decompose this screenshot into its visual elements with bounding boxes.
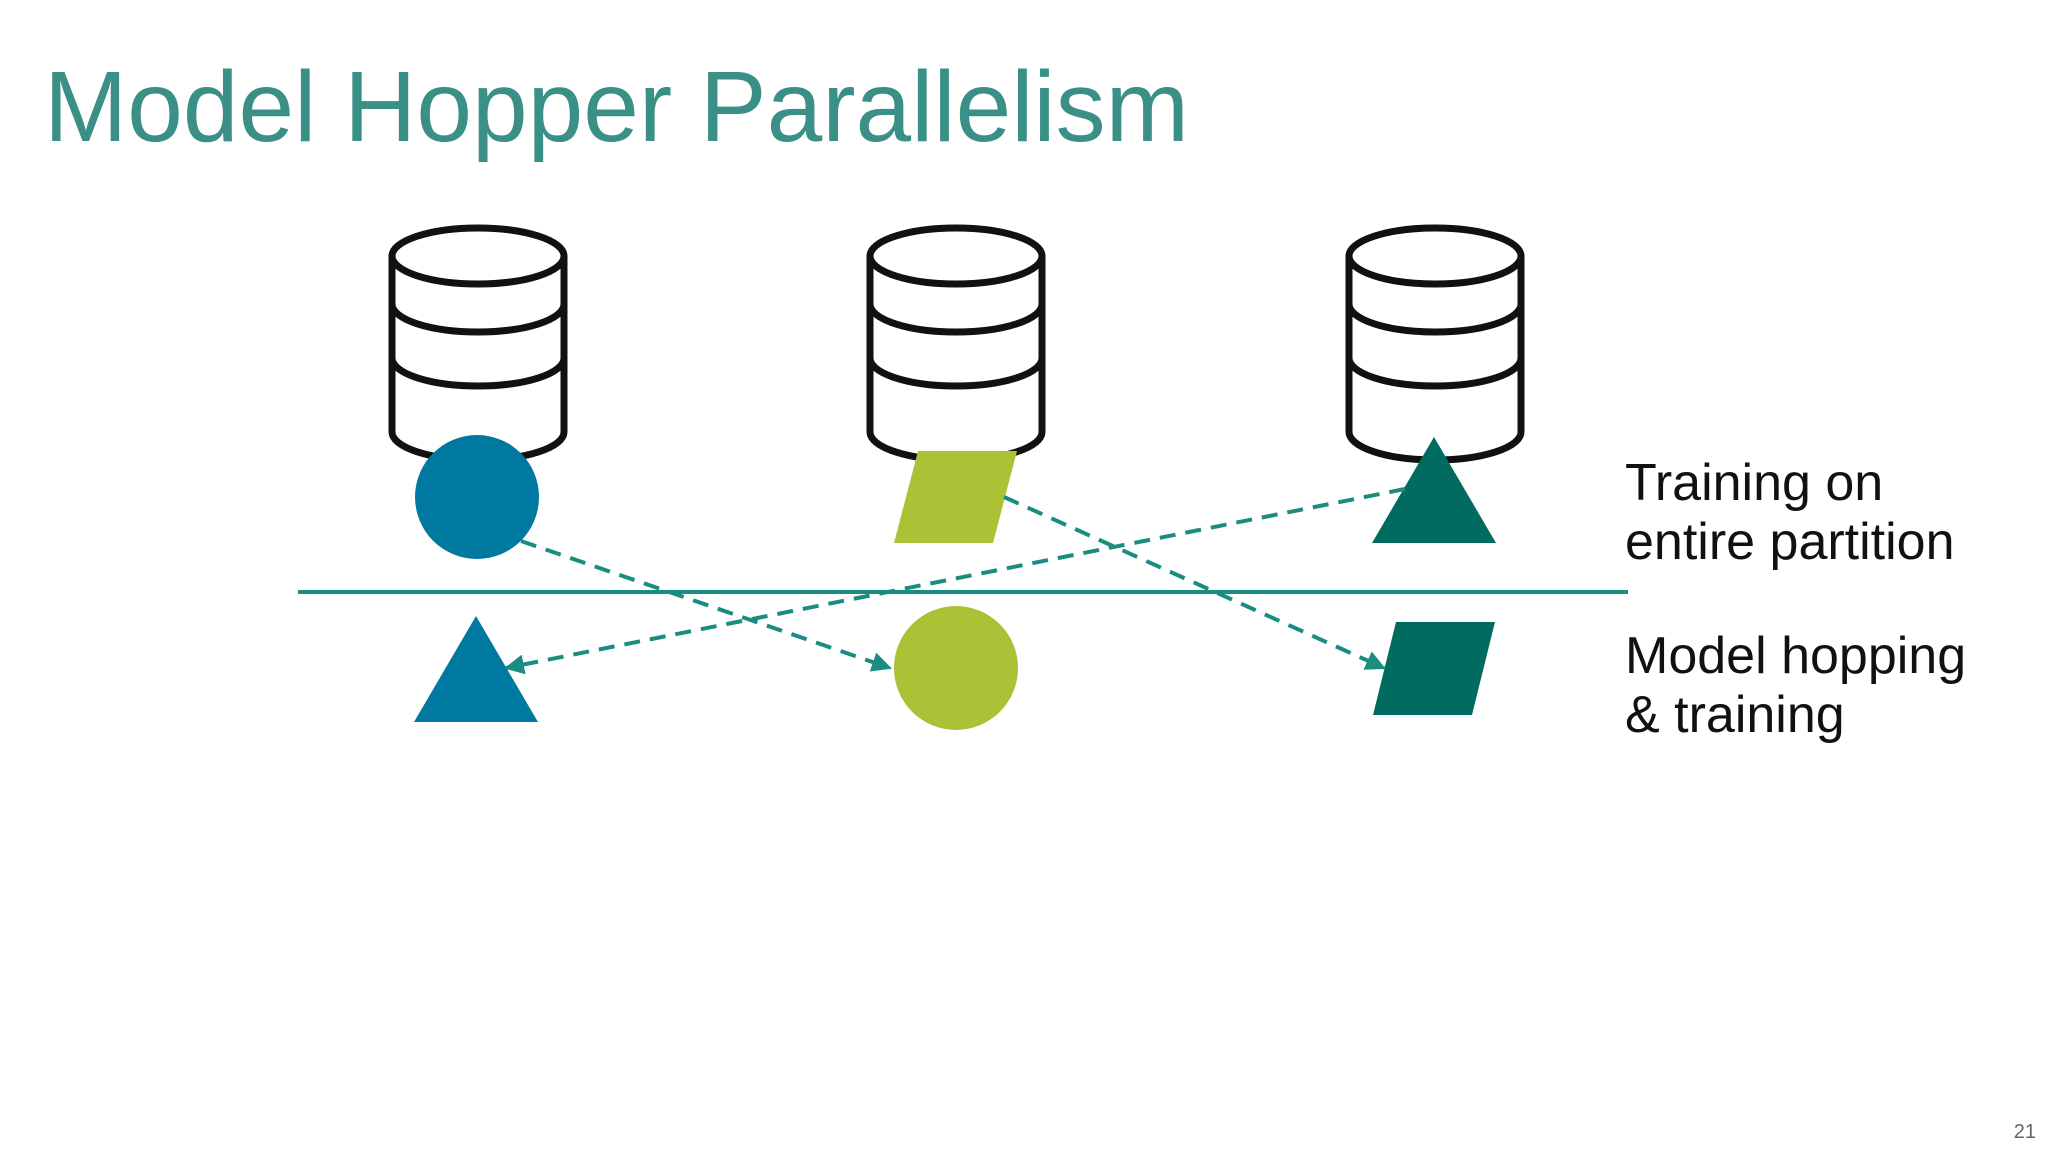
label-line: entire partition (1625, 513, 1955, 571)
label-model-hopping: Model hopping & training (1625, 627, 1966, 745)
database-icon (870, 228, 1042, 460)
slide-title: Model Hopper Parallelism (44, 51, 1189, 163)
hop-arrow (504, 487, 1406, 675)
parallelogram-model-icon (894, 451, 1017, 543)
circle-model-icon (894, 606, 1018, 730)
label-training-on-partition: Training on entire partition (1625, 454, 1955, 572)
label-line: Model hopping (1625, 627, 1967, 685)
triangle-model-icon (1372, 437, 1496, 543)
hop-arrow (1003, 495, 1386, 670)
database-icon (392, 228, 564, 460)
label-line: & training (1625, 686, 1845, 744)
circle-model-icon (415, 435, 539, 559)
hop-arrow (520, 539, 892, 672)
parallelogram-model-icon (1373, 622, 1495, 715)
page-number: 21 (2013, 1121, 2036, 1143)
label-line: Training on (1625, 454, 1884, 512)
database-icon (1349, 228, 1521, 460)
triangle-model-icon (414, 616, 538, 722)
